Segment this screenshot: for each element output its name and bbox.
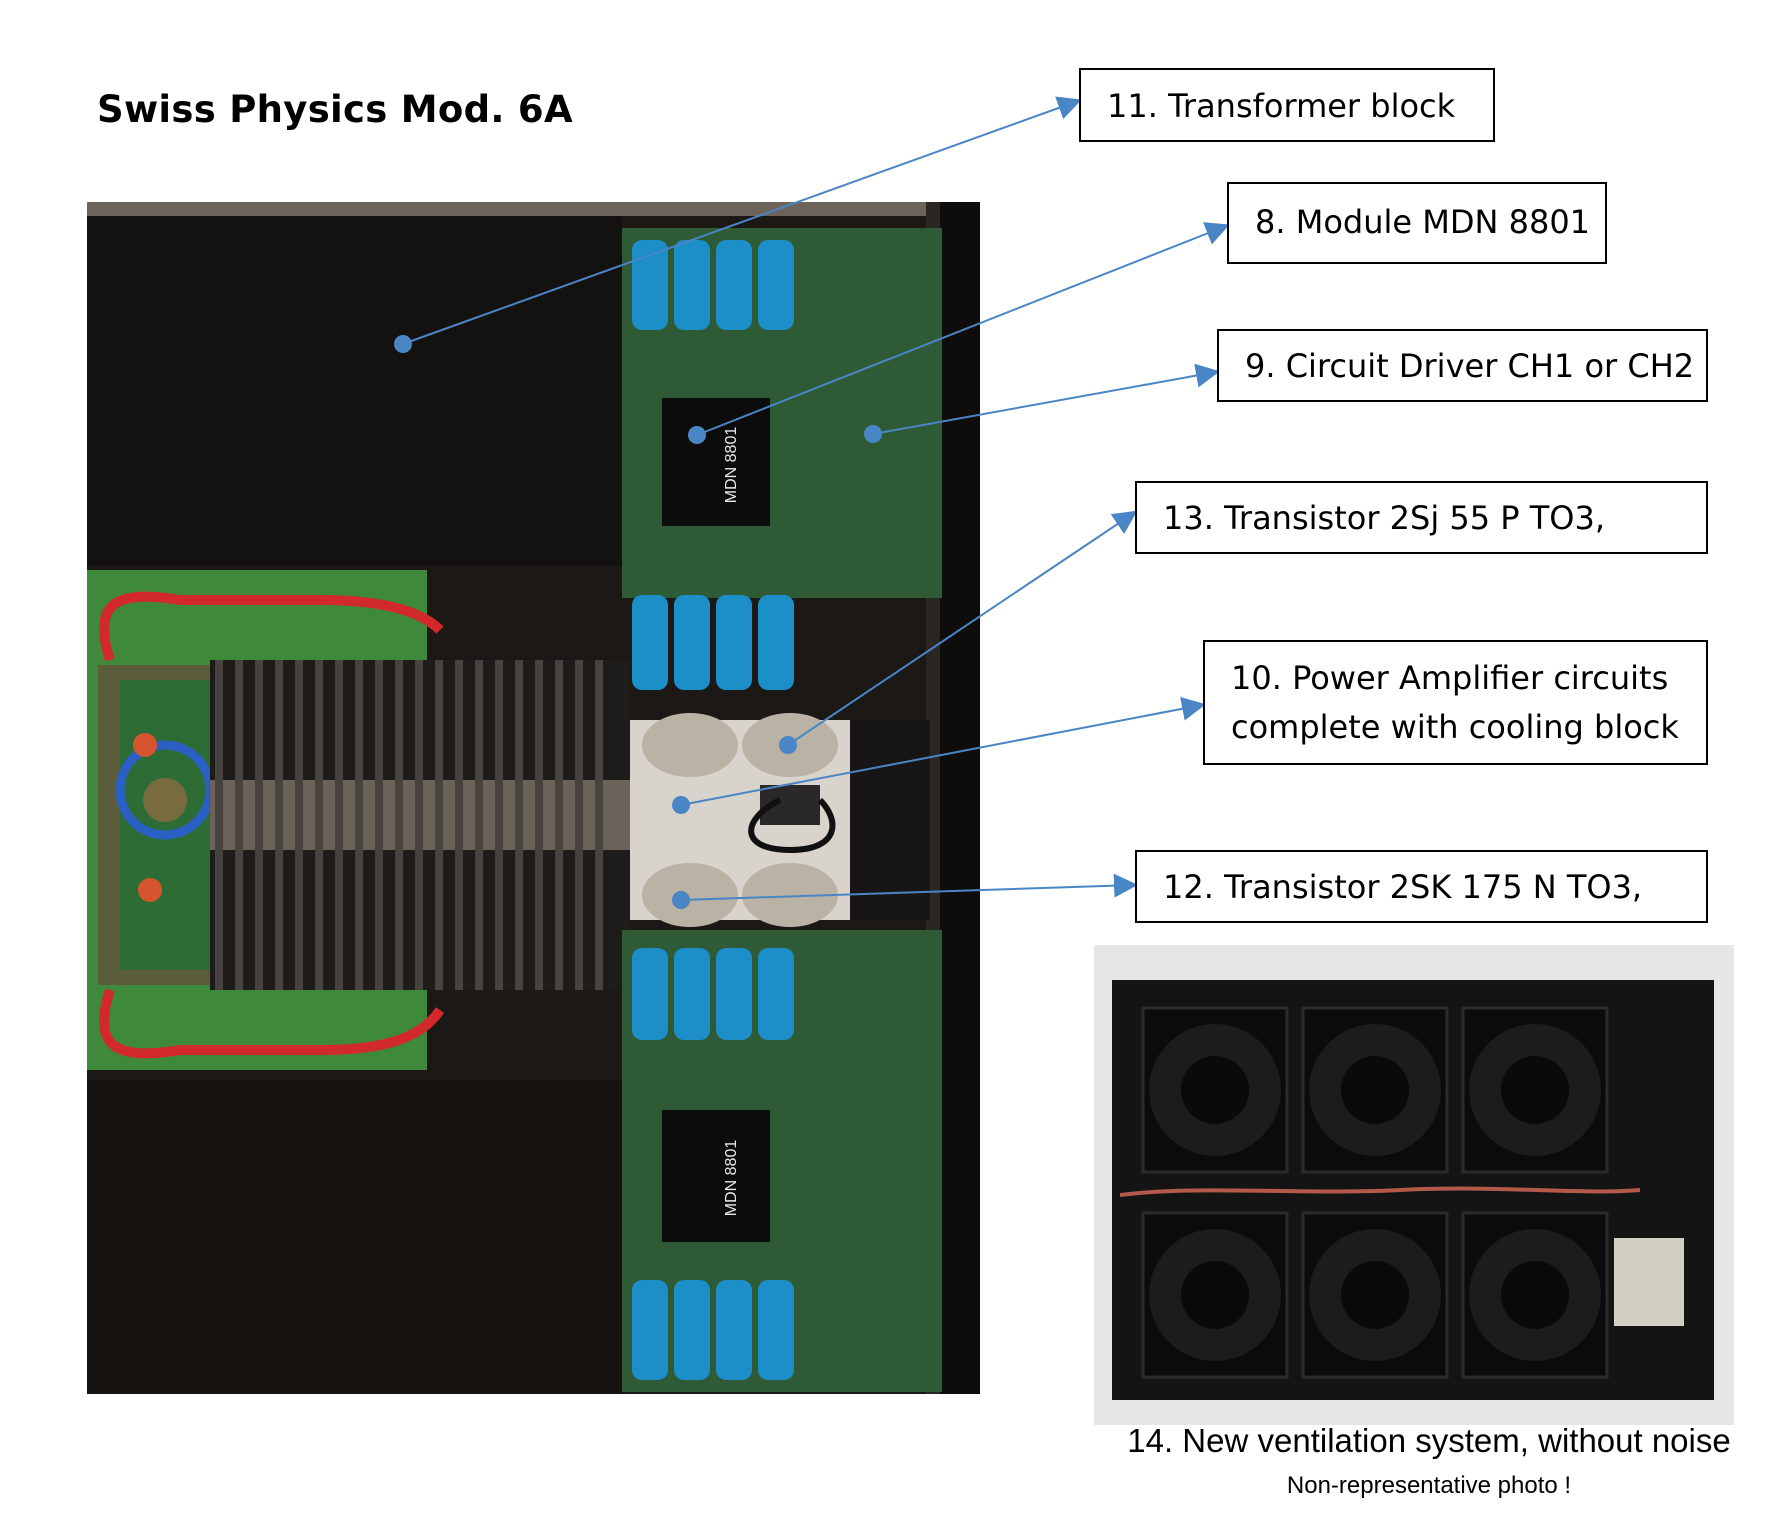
fan-hub bbox=[1501, 1261, 1569, 1329]
heatsink-fin bbox=[375, 660, 383, 990]
heatsink-fin bbox=[275, 660, 283, 990]
callout-power-amplifier: 10. Power Amplifier circuits complete wi… bbox=[1203, 640, 1708, 765]
capacitor bbox=[674, 1280, 710, 1380]
transformer-block-cover bbox=[87, 216, 622, 566]
capacitor bbox=[632, 948, 668, 1040]
callout-transistor-p-text: 13. Transistor 2Sj 55 P TO3, bbox=[1163, 499, 1605, 537]
capacitor bbox=[632, 240, 668, 330]
arrow-power-amp bbox=[680, 696, 1206, 806]
capacitor bbox=[758, 948, 794, 1040]
capacitor bbox=[716, 1280, 752, 1380]
transistor-plate bbox=[630, 713, 850, 927]
heatsink-fin bbox=[595, 660, 603, 990]
module-mdn-8801-lower bbox=[662, 1110, 770, 1242]
callout-transistor-n: 12. Transistor 2SK 175 N TO3, bbox=[1135, 850, 1708, 923]
callout-transformer-text: 11. Transformer block bbox=[1107, 87, 1456, 125]
fan-hub bbox=[1181, 1056, 1249, 1124]
heatsink-fin bbox=[415, 660, 423, 990]
callout-driver-text: 9. Circuit Driver CH1 or CH2 bbox=[1245, 347, 1695, 385]
heatsink-fin bbox=[315, 660, 323, 990]
marker-module bbox=[688, 426, 706, 444]
callout-module-text: 8. Module MDN 8801 bbox=[1255, 203, 1591, 241]
fan-hub bbox=[1501, 1056, 1569, 1124]
arrow-driver bbox=[872, 363, 1220, 435]
chip-label-upper: MDN 8801 bbox=[723, 427, 740, 504]
page-title: Swiss Physics Mod. 6A bbox=[97, 88, 573, 131]
heatsink-fin bbox=[475, 660, 483, 990]
callout-transformer-block: 11. Transformer block bbox=[1079, 68, 1495, 142]
callout-power-amp-line2: complete with cooling block bbox=[1231, 708, 1679, 746]
fan-hub bbox=[1341, 1056, 1409, 1124]
marker-transistor-p bbox=[779, 736, 797, 754]
heatsink-fin bbox=[495, 660, 503, 990]
arrow-module bbox=[696, 222, 1230, 436]
callout-transistor-p: 13. Transistor 2Sj 55 P TO3, bbox=[1135, 481, 1708, 554]
callout-power-amp-line1: 10. Power Amplifier circuits bbox=[1231, 659, 1669, 697]
heatsink-fin bbox=[235, 660, 243, 990]
heatsink-fin bbox=[435, 660, 443, 990]
capacitor bbox=[632, 595, 668, 690]
heatsink-fin bbox=[215, 660, 223, 990]
callout-circuit-driver: 9. Circuit Driver CH1 or CH2 bbox=[1217, 329, 1708, 402]
arrow-transformer bbox=[402, 96, 1082, 345]
fan-hub bbox=[1181, 1261, 1249, 1329]
marker-transistor-n bbox=[672, 891, 690, 909]
heatsink-fin bbox=[515, 660, 523, 990]
module-mdn-8801-upper bbox=[662, 398, 770, 526]
heatsink-fin bbox=[335, 660, 343, 990]
capacitor bbox=[716, 595, 752, 690]
heatsink-fin bbox=[395, 660, 403, 990]
marker-power-amp bbox=[672, 796, 690, 814]
marker-transformer bbox=[394, 335, 412, 353]
fan-note: Non-representative photo ! bbox=[1286, 1472, 1572, 1499]
heatsink-fin bbox=[355, 660, 363, 990]
capacitor bbox=[758, 240, 794, 330]
heatsink-fin bbox=[255, 660, 263, 990]
fan-caption: 14. New ventilation system, without nois… bbox=[1127, 1422, 1731, 1459]
heatsink-fin bbox=[535, 660, 543, 990]
callout-transistor-n-text: 12. Transistor 2SK 175 N TO3, bbox=[1163, 868, 1643, 906]
marker-driver bbox=[864, 425, 882, 443]
capacitor bbox=[674, 948, 710, 1040]
capacitor bbox=[674, 595, 710, 690]
fan-hub bbox=[1341, 1261, 1409, 1329]
capacitor bbox=[716, 240, 752, 330]
callout-module-mdn: 8. Module MDN 8801 bbox=[1227, 182, 1607, 264]
heatsink-fin bbox=[575, 660, 583, 990]
capacitor bbox=[716, 948, 752, 1040]
capacitor bbox=[758, 595, 794, 690]
capacitor bbox=[632, 1280, 668, 1380]
capacitor bbox=[674, 240, 710, 330]
arrow-transistor-p bbox=[787, 510, 1138, 746]
chip-label-lower: MDN 8801 bbox=[723, 1140, 740, 1217]
capacitor bbox=[758, 1280, 794, 1380]
heatsink-fin bbox=[555, 660, 563, 990]
heatsink-fin bbox=[295, 660, 303, 990]
heatsink-fin bbox=[455, 660, 463, 990]
callout-arrows bbox=[394, 96, 1230, 909]
arrow-transistor-n bbox=[680, 873, 1138, 901]
